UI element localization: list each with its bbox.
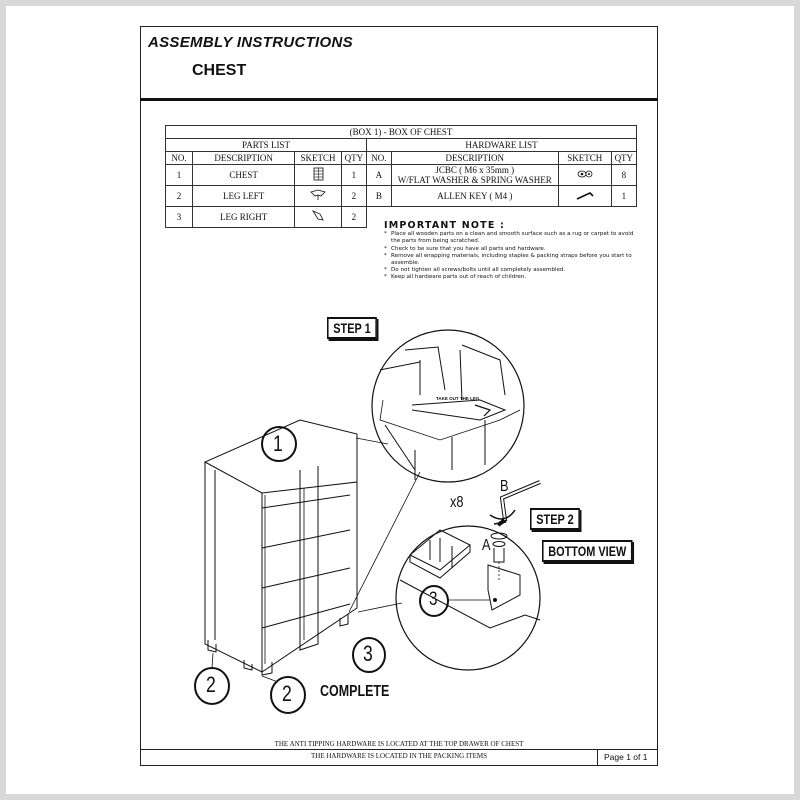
callout-circle-2 — [270, 676, 306, 714]
chest-illustration — [203, 419, 358, 676]
step2-label: STEP 2 — [530, 508, 580, 530]
step2-detail-circle — [395, 525, 541, 671]
hardware-qty: 1 — [610, 185, 638, 207]
hardware-label-a: A — [482, 537, 491, 554]
note-item: Do not tighten all screws/bolts until al… — [384, 267, 634, 274]
hardware-description-line: JCBC ( M6 x 35mm ) — [435, 165, 515, 175]
header-divider — [140, 98, 658, 101]
bolt-washer-sketch-icon — [577, 170, 593, 178]
important-note: IMPORTANT NOTE : Place all wooden parts … — [384, 220, 634, 282]
note-item: Place all wooden parts on a clean and sm… — [384, 231, 634, 245]
leg-right-sketch-icon — [311, 210, 324, 221]
document-frame — [140, 26, 658, 766]
footer-divider — [597, 749, 598, 766]
footer-note: THE HARDWARE IS LOCATED IN THE PACKING I… — [311, 752, 487, 760]
step1-detail-circle — [371, 329, 525, 483]
table-row: 3 LEG RIGHT 2 — [165, 206, 637, 228]
chest-sketch-icon — [313, 167, 324, 181]
callout-circle-1 — [261, 426, 297, 462]
callout-number-3: 3 — [363, 641, 373, 666]
part-qty: 2 — [340, 206, 368, 228]
note-title: IMPORTANT NOTE : — [384, 220, 506, 231]
complete-label: COMPLETE — [320, 683, 390, 700]
callout-number-2: 2 — [282, 681, 292, 706]
take-out-leg-label: TAKE OUT THE LEG — [436, 396, 480, 401]
step1-label: STEP 1 — [327, 317, 377, 339]
note-item: Check to be sure that you have all parts… — [384, 246, 634, 253]
document-title: ASSEMBLY INSTRUCTIONS — [148, 34, 353, 51]
allen-key-sketch-icon — [576, 192, 594, 200]
note-item: Keep all hardware parts out of reach of … — [384, 274, 634, 281]
footer-note: THE ANTI TIPPING HARDWARE IS LOCATED AT … — [274, 740, 524, 748]
hardware-description: ALLEN KEY ( M4 ) — [390, 185, 559, 207]
callout-circle-3 — [352, 637, 386, 673]
callout-circle-3-detail — [419, 585, 449, 617]
product-name: CHEST — [192, 62, 247, 79]
callout-number-2: 2 — [206, 672, 216, 697]
page-number: Page 1 of 1 — [604, 752, 648, 762]
parts-hardware-table: (BOX 1) - BOX OF CHEST PARTS LIST HARDWA… — [165, 125, 638, 228]
callout-number-1: 1 — [273, 431, 283, 456]
part-no: 3 — [165, 206, 193, 228]
col-qty: QTY — [610, 151, 638, 165]
leg-left-sketch-icon — [310, 189, 326, 200]
callout-number-3: 3 — [429, 589, 438, 610]
part-sketch — [294, 206, 342, 228]
quantity-multiplier: x8 — [450, 494, 464, 511]
bottom-view-label: BOTTOM VIEW — [542, 540, 633, 562]
table-row: 2 LEG LEFT 2 B ALLEN KEY ( M4 ) 1 — [165, 185, 638, 207]
hardware-description-line: W/FLAT WASHER & SPRING WASHER — [397, 175, 552, 185]
hardware-label-b: B — [500, 478, 509, 495]
note-item: Remove all wrapping materials, including… — [384, 253, 634, 267]
allen-key-bolt-illustration — [489, 480, 541, 580]
footer-divider — [140, 749, 658, 750]
